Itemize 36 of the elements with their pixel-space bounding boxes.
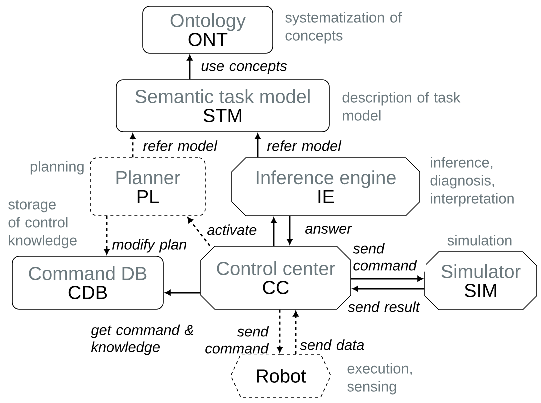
- model-box: Semantic task model STM: [116, 80, 330, 132]
- side-note: description of task model: [342, 92, 461, 121]
- edge-label: answer: [306, 226, 352, 234]
- arrow: [130, 134, 136, 158]
- edge-label: activate: [208, 224, 257, 236]
- arrow: [187, 55, 193, 80]
- simulator-box: Simulator SIM: [424, 252, 538, 310]
- side-note: execution, sensing: [348, 363, 412, 395]
- arrow: [188, 217, 211, 247]
- arrow: [165, 290, 201, 296]
- edge-label: refer model: [143, 140, 218, 152]
- arrow: [287, 216, 293, 245]
- side-note: planning: [30, 161, 84, 175]
- arrow: [255, 134, 261, 158]
- edge-label: send command: [353, 243, 418, 271]
- arrow: [351, 276, 424, 282]
- robot-hexagon: Robot: [230, 354, 332, 398]
- edge-label: refer model: [267, 140, 342, 152]
- side-note: simulation: [448, 235, 512, 246]
- planner-box: Planner PL: [90, 158, 206, 216]
- arrow: [277, 310, 283, 353]
- side-note: inference, diagnosis, interpretation: [430, 157, 514, 207]
- edge-label: modify plan: [112, 239, 186, 253]
- edge-label: send data: [300, 340, 364, 350]
- arrow: [293, 311, 299, 354]
- arrow: [104, 216, 110, 255]
- ontology-box: Ontology ONT: [142, 6, 274, 54]
- edge-label: send command: [206, 326, 270, 354]
- edge-label: use concepts: [202, 62, 288, 74]
- edge-label: get command & knowledge: [91, 324, 194, 356]
- engine-box: Inference engine IE: [232, 158, 420, 216]
- side-note: systematization of concepts: [286, 12, 402, 44]
- database-box: Command DB CDB: [12, 256, 164, 310]
- arrow: [271, 218, 277, 246]
- side-note: storage of control knowledge: [8, 200, 77, 249]
- arrow: [352, 286, 425, 292]
